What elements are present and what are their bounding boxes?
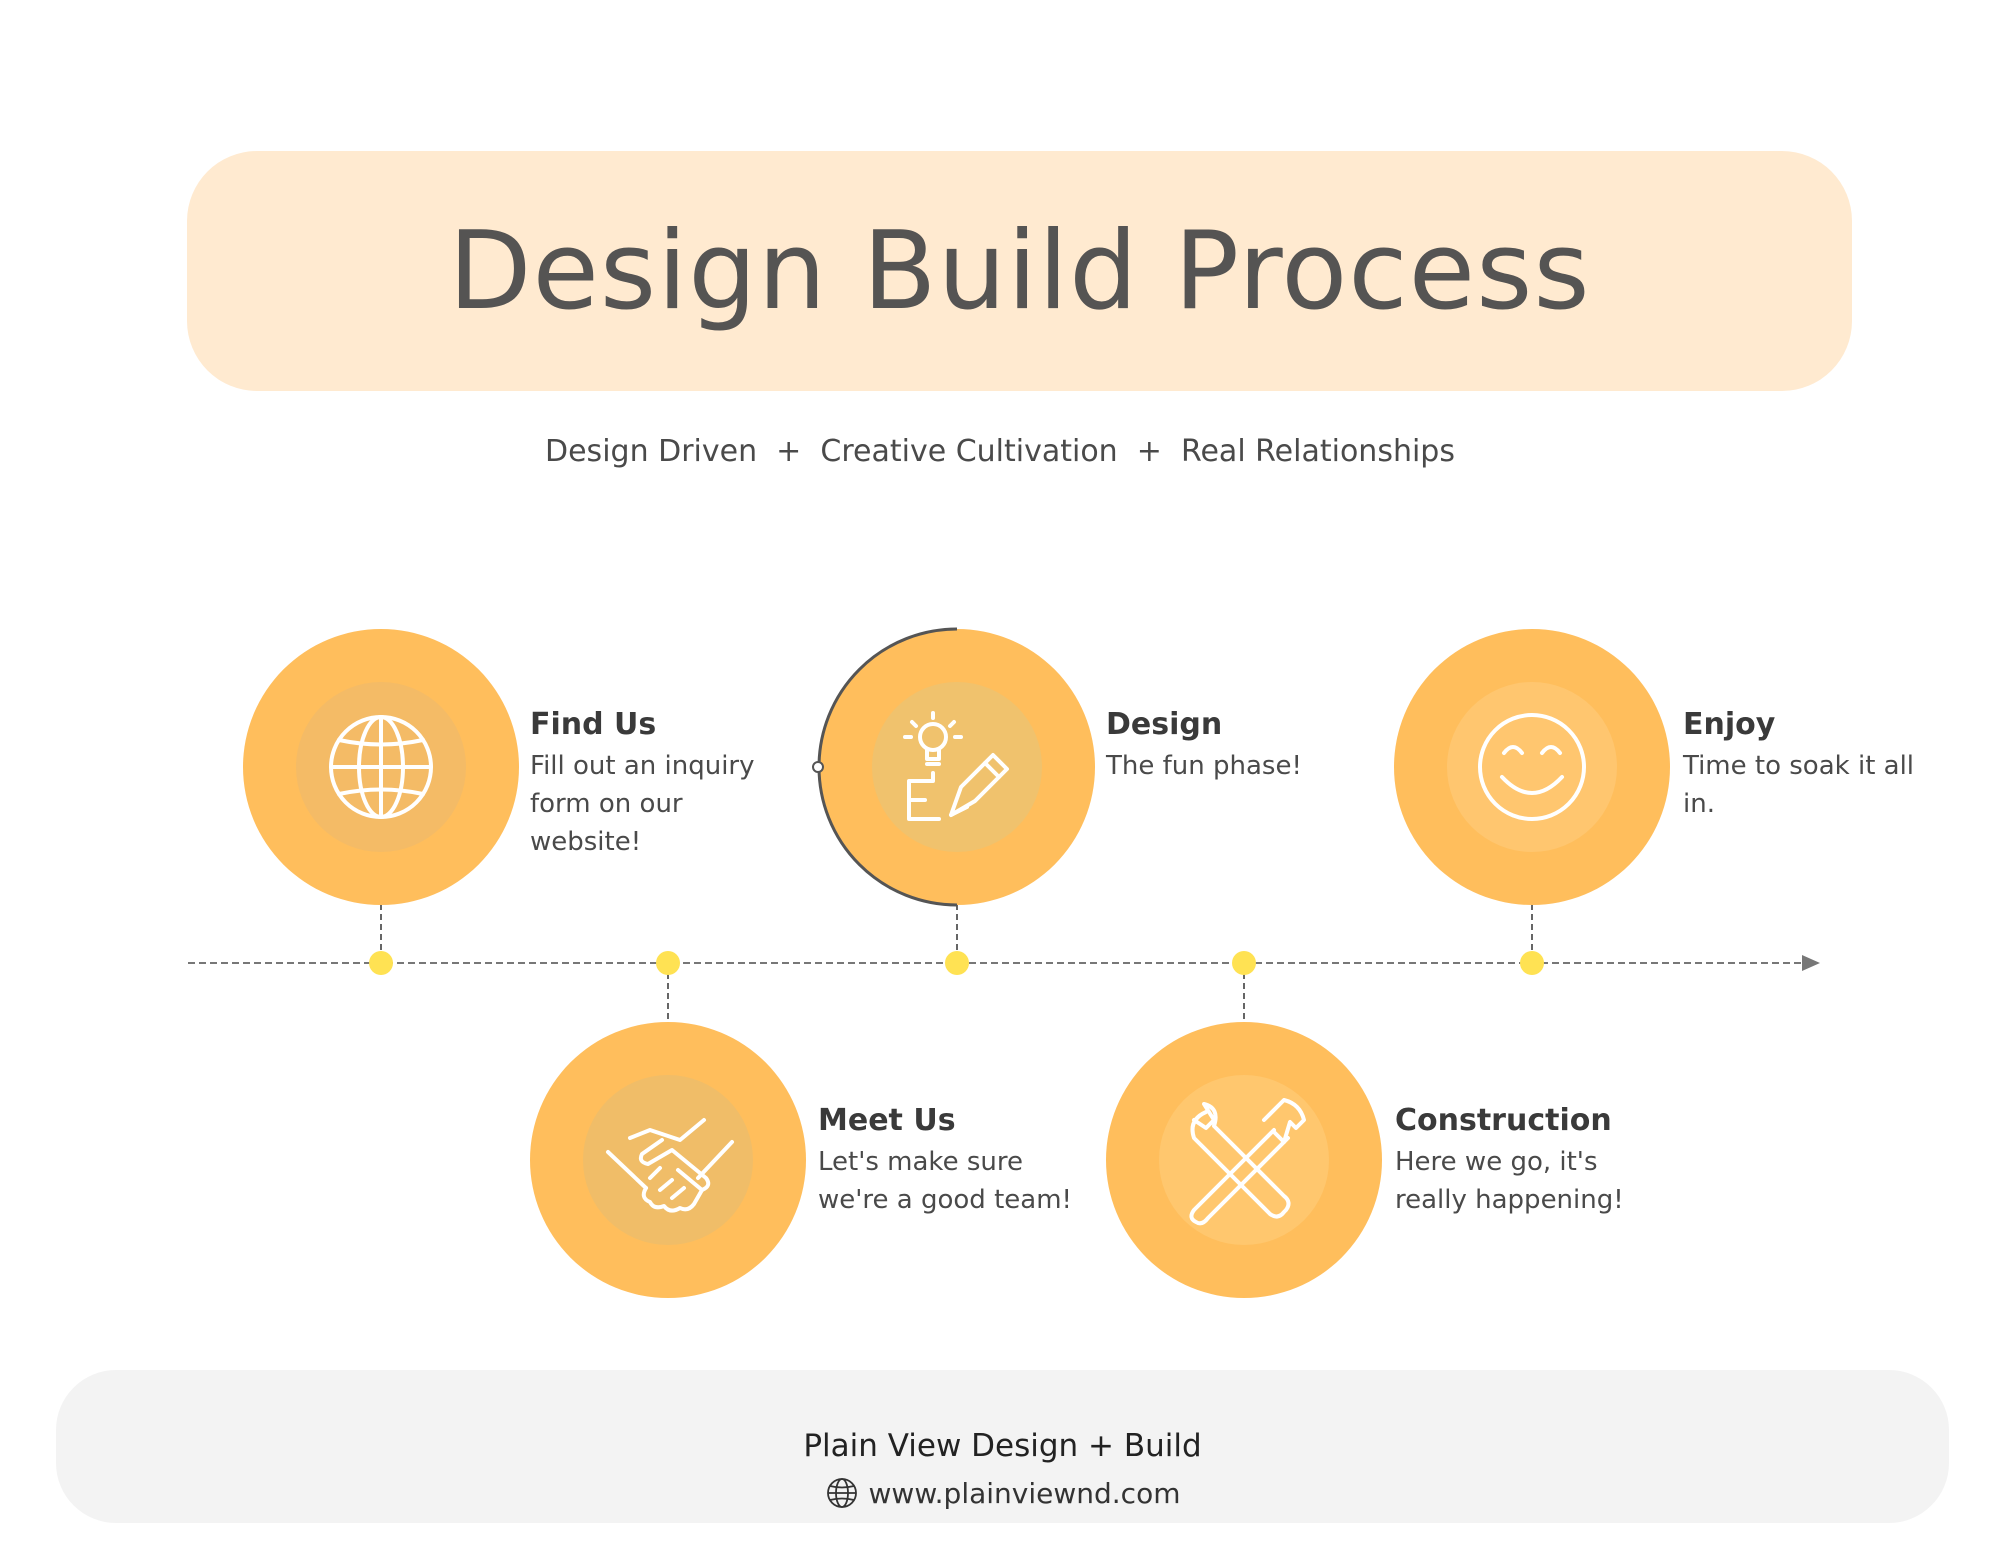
step-description-line: Time to soak it all xyxy=(1683,751,1915,781)
step-description-line: The fun phase! xyxy=(1106,751,1302,781)
step-description-line: Let's make sure xyxy=(818,1147,1023,1177)
handshake-icon xyxy=(606,1118,734,1213)
design-idea-icon xyxy=(903,711,1009,821)
step-inner-circle xyxy=(1447,682,1617,852)
timeline-dot xyxy=(1232,951,1256,975)
step-inner-circle xyxy=(872,682,1042,852)
step-design xyxy=(812,627,1095,975)
globe-icon xyxy=(826,1478,857,1508)
website-link[interactable]: www.plainviewnd.com xyxy=(868,1476,1181,1510)
step-find-us xyxy=(243,629,519,975)
step-text-find-us: Find Us Fill out an inquiry form on our … xyxy=(530,705,755,861)
step-meet-us xyxy=(530,951,806,1298)
step-text-enjoy: Enjoy Time to soak it all in. xyxy=(1683,705,1914,823)
timeline-dot xyxy=(656,951,680,975)
globe-icon xyxy=(329,715,433,819)
step-title: Find Us xyxy=(530,707,657,742)
step-text-meet-us: Meet Us Let's make sure we're a good tea… xyxy=(818,1101,1072,1219)
step-text-construction: Construction Here we go, it's really hap… xyxy=(1395,1101,1624,1219)
step-description-line: website! xyxy=(530,827,642,857)
step-description-line: Here we go, it's xyxy=(1395,1147,1598,1177)
step-description-line: in. xyxy=(1683,789,1715,819)
step-enjoy xyxy=(1394,629,1670,975)
timeline-dot xyxy=(369,951,393,975)
timeline-dot xyxy=(945,951,969,975)
step-inner-circle xyxy=(583,1075,753,1245)
step-title: Design xyxy=(1106,707,1223,742)
step-text-design: Design The fun phase! xyxy=(1106,705,1302,785)
step-title: Construction xyxy=(1395,1103,1612,1138)
footer: Plain View Design + Build www.plainviewn… xyxy=(56,1370,1949,1523)
step-description-line: we're a good team! xyxy=(818,1185,1072,1215)
smiley-icon xyxy=(1478,713,1586,821)
step-construction xyxy=(1106,951,1382,1298)
tools-icon xyxy=(1189,1098,1306,1226)
title-banner: Design Build Process xyxy=(187,151,1852,391)
company-name: Plain View Design + Build xyxy=(803,1428,1202,1464)
step-description-line: form on our xyxy=(530,789,683,819)
step-description-line: really happening! xyxy=(1395,1185,1624,1215)
step-description-line: Fill out an inquiry xyxy=(530,751,755,781)
step-title: Enjoy xyxy=(1683,707,1776,742)
timeline-dot xyxy=(1520,951,1544,975)
website-row: www.plainviewnd.com xyxy=(56,1476,1949,1510)
step-title: Meet Us xyxy=(818,1103,956,1138)
page-title: Design Build Process xyxy=(448,208,1591,334)
subtitle: Design Driven + Creative Cultivation + R… xyxy=(545,434,1455,469)
selection-handle xyxy=(812,761,824,773)
